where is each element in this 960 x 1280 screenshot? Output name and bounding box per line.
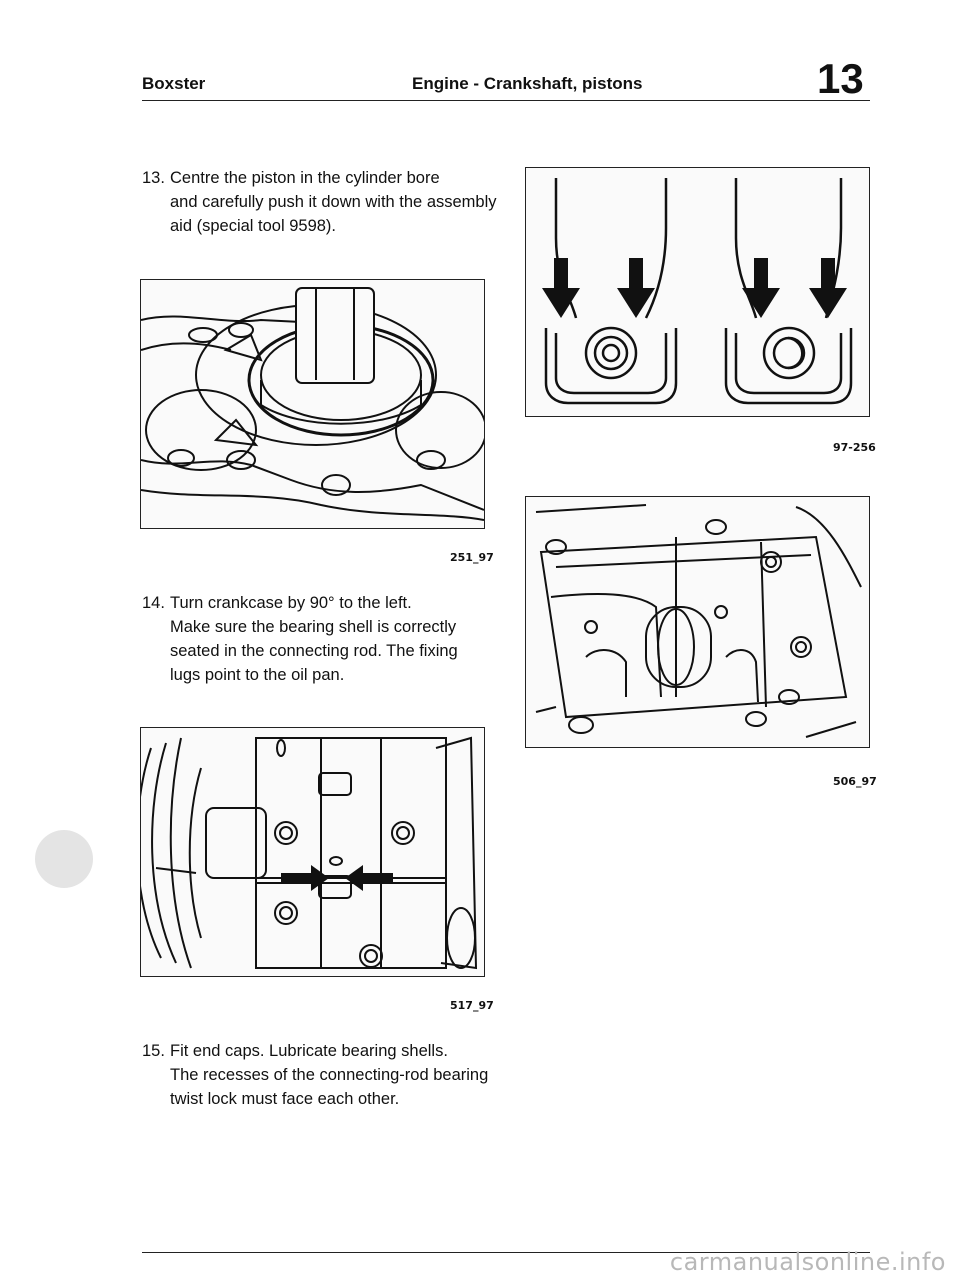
step-line: and carefully push it down with the asse… bbox=[170, 193, 497, 211]
figure-end-caps bbox=[525, 496, 870, 748]
end-caps-illustration bbox=[535, 504, 862, 738]
step-number: 13. bbox=[142, 169, 165, 187]
step-line: Fit end caps. Lubricate bearing shells. bbox=[170, 1042, 448, 1060]
figure-label: 517_97 bbox=[450, 999, 494, 1012]
figure-piston-assembly-aid bbox=[140, 279, 485, 529]
step-13: 13. Centre the piston in the cylinder bor… bbox=[142, 166, 502, 238]
arrow-left-marker bbox=[345, 865, 393, 891]
step-line: lugs point to the oil pan. bbox=[170, 666, 345, 684]
header-rule bbox=[142, 100, 870, 101]
step-number: 15. bbox=[142, 1042, 165, 1060]
footer-rule bbox=[142, 1252, 870, 1253]
figure-connecting-rod-bearing-shell bbox=[140, 727, 485, 977]
step-line: twist lock must face each other. bbox=[170, 1090, 400, 1108]
figure-label: 506_97 bbox=[833, 775, 877, 788]
piston-illustration bbox=[141, 287, 484, 521]
step-line: Centre the piston in the cylinder bore bbox=[170, 169, 440, 187]
watermark-text: carmanualsonline.info bbox=[669, 1248, 946, 1276]
step-line: Turn crankcase by 90° to the left. bbox=[170, 594, 412, 612]
step-14: 14. Turn crankcase by 90° to the left. Ma… bbox=[142, 591, 502, 687]
step-line: aid (special tool 9598). bbox=[170, 217, 337, 235]
step-line: Make sure the bearing shell is correctly bbox=[170, 618, 457, 636]
bearing-shell-illustration bbox=[542, 178, 853, 405]
step-15: 15. Fit end caps. Lubricate bearing shell… bbox=[142, 1039, 502, 1111]
step-number: 14. bbox=[142, 594, 165, 612]
step-line: seated in the connecting rod. The fixing bbox=[170, 642, 458, 660]
step-line: The recesses of the connecting-rod beari… bbox=[170, 1066, 489, 1084]
header-section-title: Engine - Crankshaft, pistons bbox=[412, 74, 643, 93]
arrow-down-markers bbox=[542, 258, 847, 318]
header-model: Boxster bbox=[142, 74, 206, 93]
figure-label: 251_97 bbox=[450, 551, 494, 564]
figure-bearing-shell-lugs bbox=[525, 167, 870, 417]
chapter-number: 13 bbox=[817, 55, 864, 102]
binder-hole bbox=[35, 830, 93, 888]
figure-label: 97-256 bbox=[833, 441, 876, 454]
connecting-rod-illustration bbox=[141, 736, 478, 970]
arrow-right-marker bbox=[281, 865, 329, 891]
